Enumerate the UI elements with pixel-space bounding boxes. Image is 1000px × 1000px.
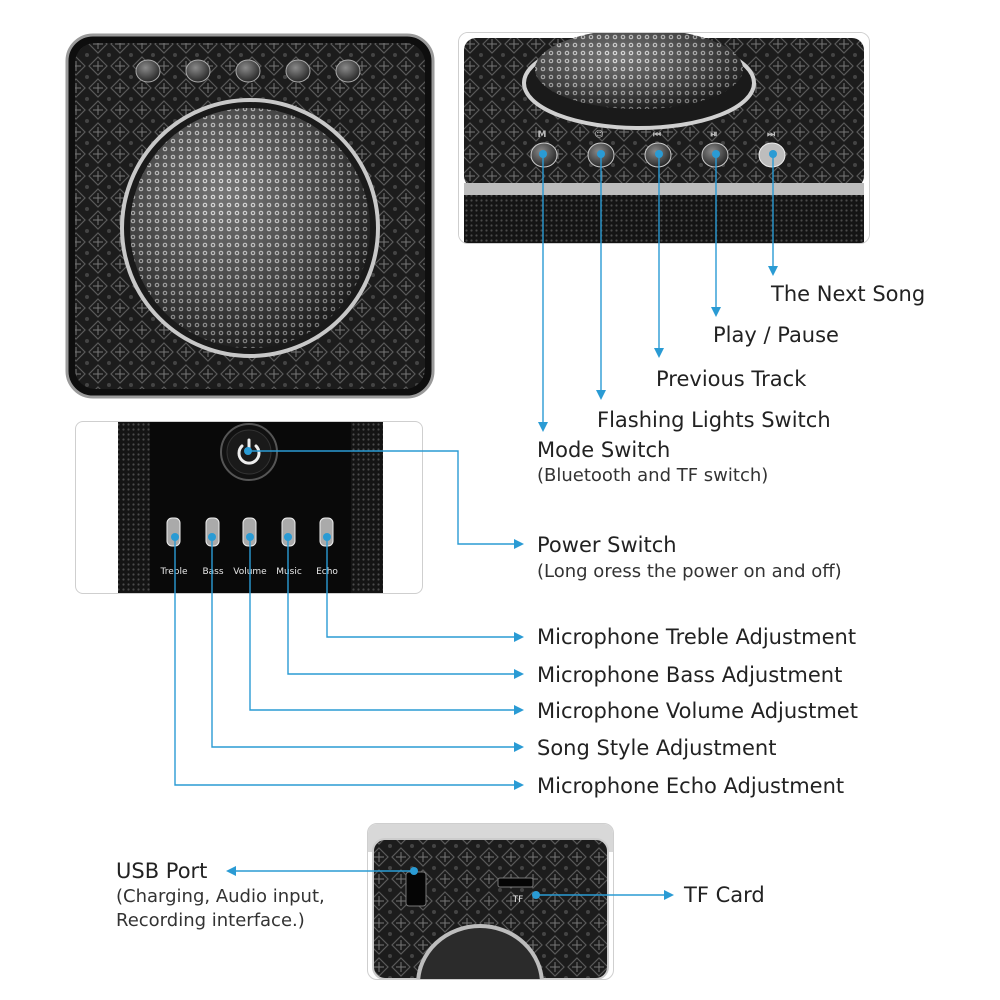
next-symbol: ⏭ (767, 130, 776, 140)
flashing-lights-label: Flashing Lights Switch (597, 408, 831, 432)
port-panel-frame: TF (367, 823, 614, 980)
usb-port-label: USB Port (116, 859, 208, 883)
bass-callout: Microphone Bass Adjustment (537, 663, 843, 687)
microphone-mesh-head (120, 98, 380, 358)
previous-symbol: ⏮ (653, 130, 661, 140)
mode-switch-label: Mode Switch (537, 438, 671, 462)
mode-symbol: M (538, 130, 547, 140)
play-pause-symbol: ⏯ (710, 130, 717, 140)
button-closeup-frame: M ☺ ⏮ ⏯ ⏭ (458, 32, 870, 244)
song-style-callout: Song Style Adjustment (537, 736, 777, 760)
mode-switch-note: (Bluetooth and TF switch) (537, 465, 769, 486)
usb-note-line-1: (Charging, Audio input, (116, 886, 325, 907)
bass-label: Bass (202, 567, 223, 577)
tf-card-label: TF Card (684, 883, 765, 907)
tf-card-slot[interactable] (497, 877, 534, 888)
speaker-top-view (65, 33, 435, 399)
volume-callout: Microphone Volume Adjustmet (537, 699, 858, 723)
power-switch-note: (Long oress the power on and off) (537, 561, 842, 582)
play-pause-label: Play / Pause (713, 323, 839, 347)
port-panel: TF (368, 824, 613, 979)
echo-callout: Microphone Echo Adjustment (537, 774, 845, 798)
power-switch-label: Power Switch (537, 533, 677, 557)
treble-callout: Microphone Treble Adjustment (537, 625, 857, 649)
treble-label: Treble (160, 567, 188, 577)
usb-note-line-2: Recording interface.) (116, 910, 305, 931)
button-symbol-row: M ☺ ⏮ ⏯ ⏭ (538, 129, 776, 140)
button-closeup: M ☺ ⏮ ⏯ ⏭ (459, 33, 869, 243)
top-button-row (135, 59, 361, 83)
previous-track-label: Previous Track (656, 367, 807, 391)
tf-mark: TF (512, 895, 524, 905)
music-label: Music (276, 567, 302, 577)
lights-symbol: ☺ (594, 129, 603, 140)
next-song-label: The Next Song (771, 282, 926, 306)
microphone-base (522, 33, 756, 130)
microphone-handle (416, 924, 544, 979)
